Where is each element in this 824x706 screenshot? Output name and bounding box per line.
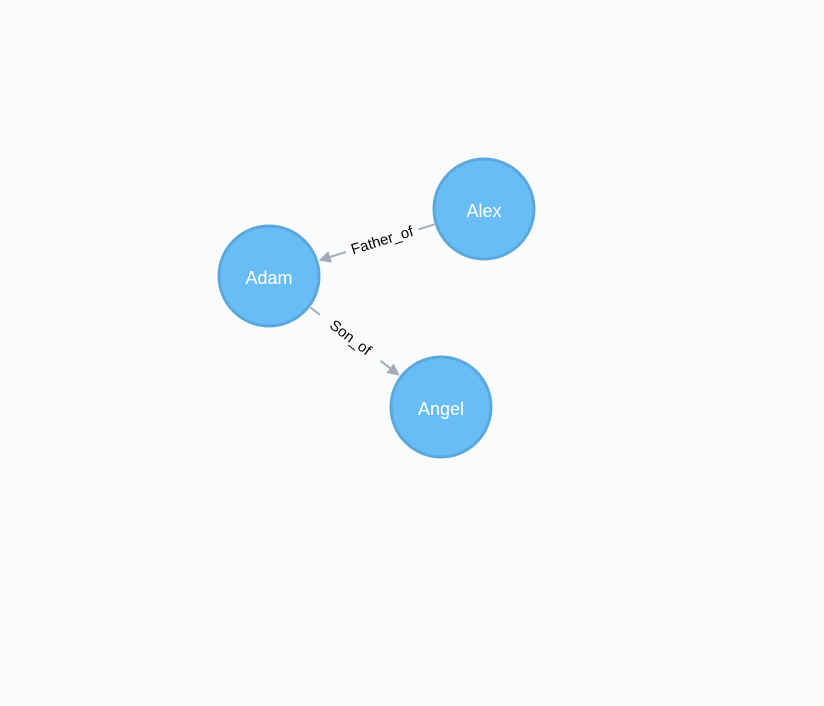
node-circle [217, 224, 321, 328]
edge-label: Son_of [326, 317, 375, 360]
node-angel[interactable]: Angel [389, 355, 493, 459]
arrowhead-icon [386, 363, 400, 376]
node-label: Adam [245, 268, 292, 288]
node-adam[interactable]: Adam [217, 224, 321, 328]
node-circle [432, 157, 536, 261]
edge-line-segment [379, 360, 391, 370]
edge-line-segment [309, 306, 321, 316]
edge-son-of[interactable]: Son_of [309, 306, 400, 376]
edge-label: Father_of [349, 223, 416, 259]
node-circle [389, 355, 493, 459]
edge-line-segment [329, 251, 347, 258]
node-label: Alex [466, 201, 501, 221]
arrowhead-icon [318, 251, 332, 263]
node-alex[interactable]: Alex [432, 157, 536, 261]
edge-father-of[interactable]: Father_of [318, 223, 435, 263]
edge-line-segment [418, 223, 435, 231]
node-label: Angel [418, 399, 464, 419]
